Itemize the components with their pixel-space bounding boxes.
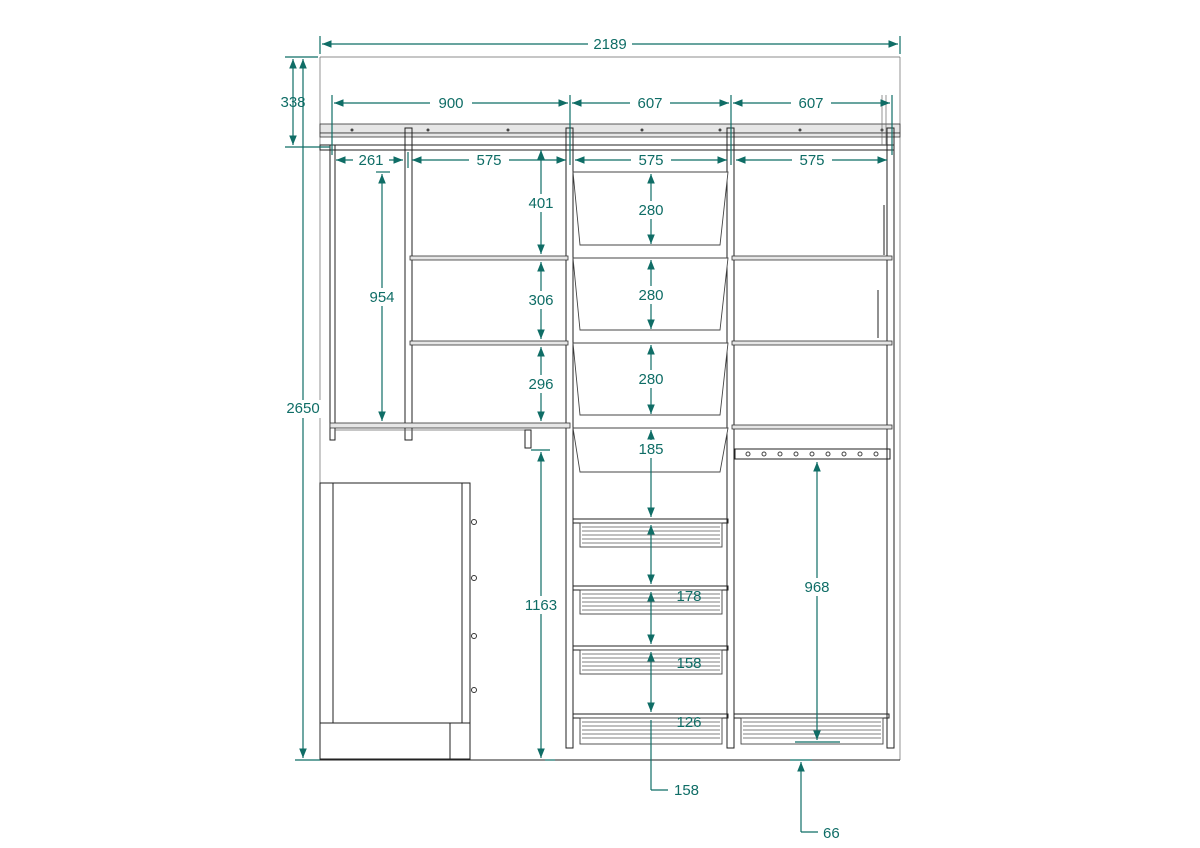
dim-inner-right: 575: [799, 152, 824, 169]
dimension-labels: 2189 338 2650 900 607 607 261 575 575 57…: [280, 35, 840, 842]
chest-of-drawers: [319, 482, 477, 760]
dim-total-width: 2189: [593, 36, 626, 53]
right-shelves: [731, 205, 893, 460]
dim-total-height: 2650: [286, 400, 319, 417]
dim-inner-mid: 575: [638, 152, 663, 169]
dim-basket-4: 185: [638, 441, 663, 458]
dim-basket-3: 280: [638, 371, 663, 388]
hanging-rail-holes: [745, 451, 879, 457]
dim-drawer-3: 126: [676, 714, 701, 731]
dim-section-left: 900: [438, 95, 463, 112]
dim-top-offset: 338: [280, 94, 305, 111]
dim-shelf-gap-1: 401: [528, 195, 553, 212]
top-rail: [319, 123, 901, 151]
dim-inner-left: 575: [476, 152, 501, 169]
dim-drawer-2: 158: [676, 655, 701, 672]
dim-left-hang: 954: [369, 289, 394, 306]
dim-bottom-leader-1: 158: [674, 782, 699, 799]
dim-basket-1: 280: [638, 202, 663, 219]
dim-right-hang: 968: [804, 579, 829, 596]
dim-section-mid: 607: [637, 95, 662, 112]
vertical-standards: [329, 95, 895, 749]
dim-lower-left: 1163: [525, 597, 557, 614]
dim-drawer-1: 178: [676, 588, 701, 605]
dim-bottom-leader-2: 66: [823, 825, 840, 842]
dim-left-narrow: 261: [358, 152, 383, 169]
dim-shelf-gap-2: 306: [528, 292, 553, 309]
dim-shelf-gap-3: 296: [528, 376, 553, 393]
dim-basket-2: 280: [638, 287, 663, 304]
right-bottom-drawer: [733, 713, 890, 745]
left-shelves: [329, 255, 571, 449]
dim-section-right: 607: [798, 95, 823, 112]
